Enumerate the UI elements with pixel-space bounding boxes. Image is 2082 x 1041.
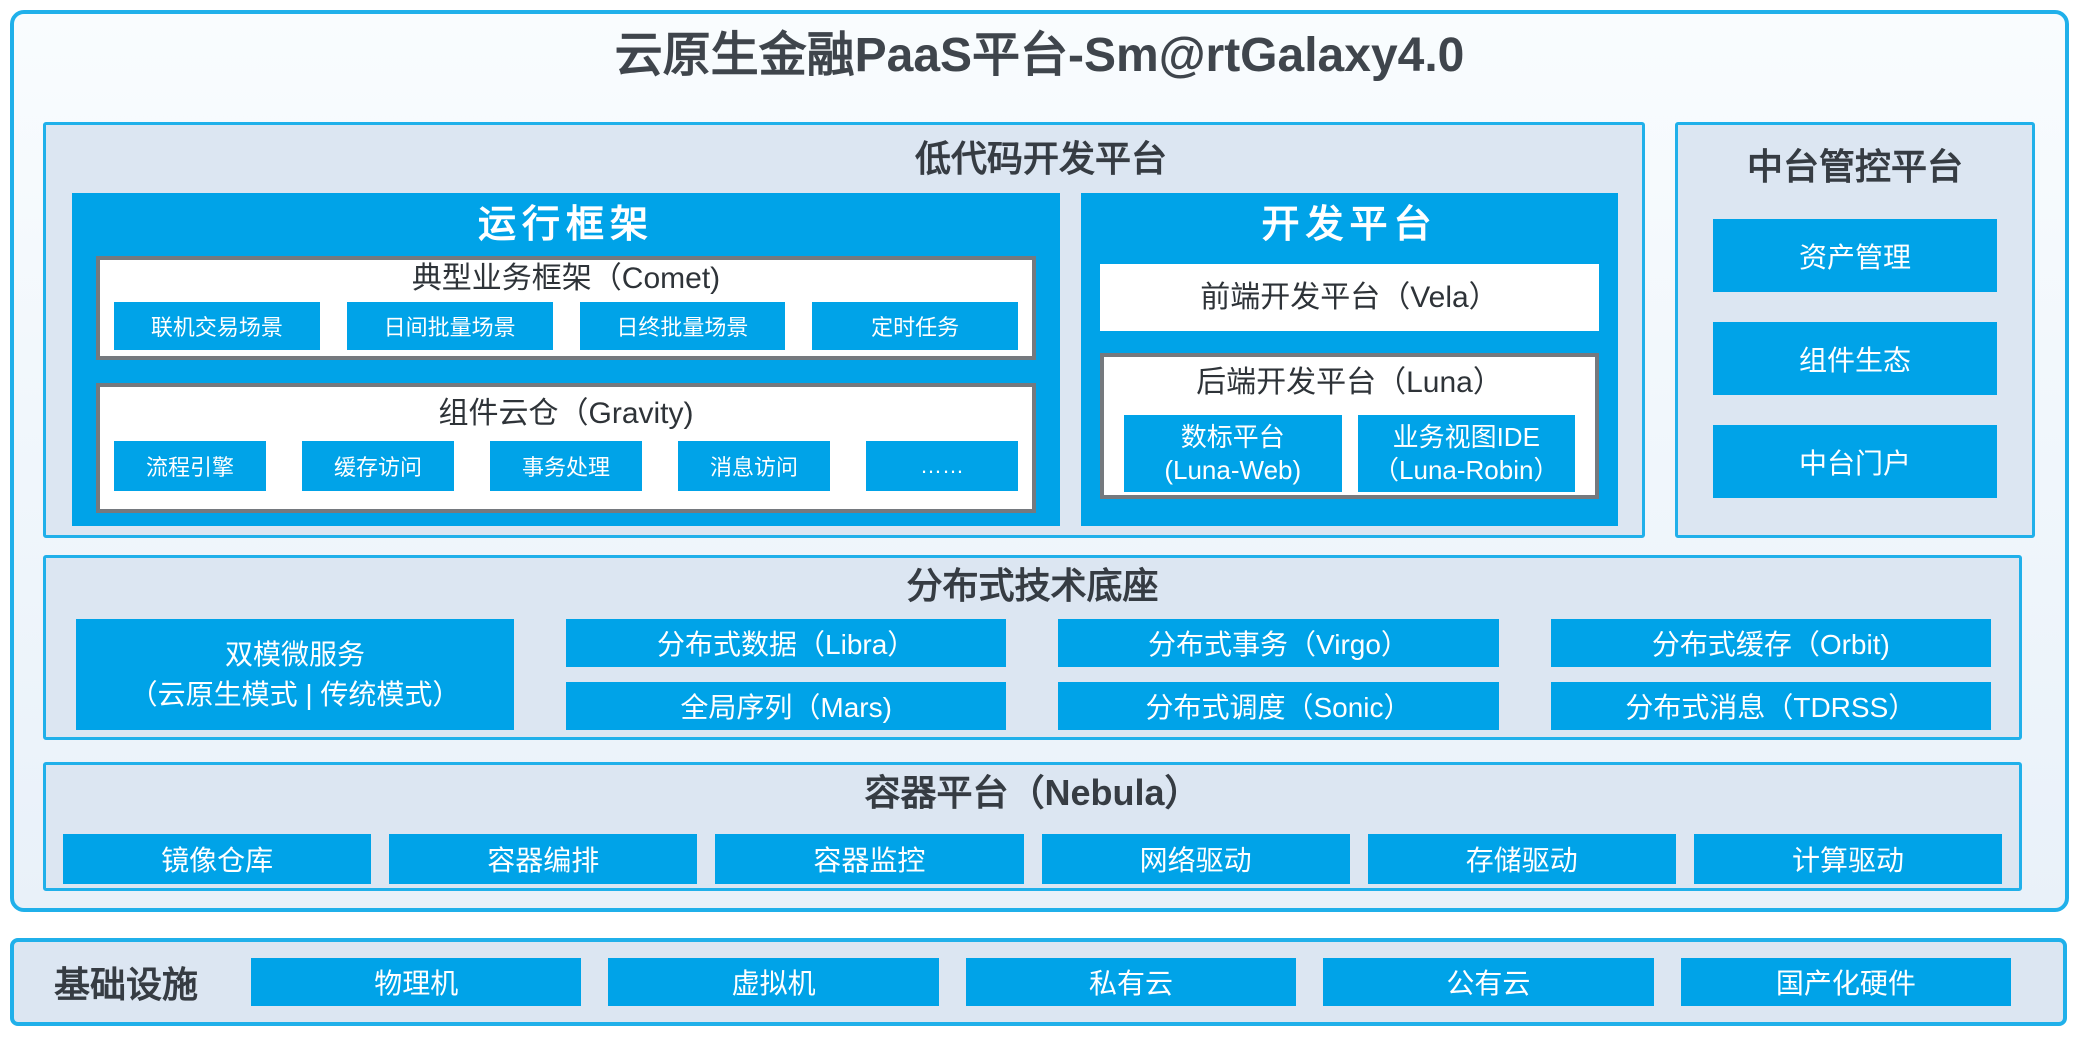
diagram-block-process-engine: 流程引擎	[114, 441, 266, 491]
luna-robin-line2: （Luna-Robin）	[1373, 454, 1560, 485]
midplatform-header: 中台管控平台	[1746, 146, 1963, 187]
comet-blocks-row: 联机交易场景 日间批量场景 日终批量场景 定时任务	[100, 298, 1032, 356]
diagram-block-distributed-data-libra: 分布式数据（Libra）	[566, 619, 1007, 667]
container-platform-header: 容器平台（Nebula）	[864, 772, 1201, 813]
diagram-block-storage-driver: 存储驱动	[1367, 834, 1676, 884]
paas-platform-diagram: 云原生金融PaaS平台-Sm@rtGalaxy4.0 低代码开发平台 运行框架 …	[10, 10, 2069, 912]
luna-robin-line1: 业务视图IDE	[1392, 421, 1540, 452]
diagram-block-public-cloud: 公有云	[1323, 958, 1654, 1006]
diagram-block-ellipsis: ……	[866, 441, 1018, 491]
diagram-block-distributed-cache-orbit: 分布式缓存（Orbit)	[1550, 619, 1991, 667]
distributed-column-1: 分布式数据（Libra） 全局序列（Mars)	[566, 619, 1007, 730]
page-title: 云原生金融PaaS平台-Sm@rtGalaxy4.0	[614, 29, 1465, 82]
diagram-block-eod-batch: 日终批量场景	[579, 302, 786, 350]
distributed-base-header: 分布式技术底座	[906, 565, 1159, 606]
comet-business-framework-box: 典型业务框架（Comet) 联机交易场景 日间批量场景 日终批量场景 定时任务	[96, 256, 1036, 360]
luna-backend-box: 后端开发平台（Luna） 数标平台 (Luna-Web) 业务视图IDE （Lu…	[1100, 353, 1599, 499]
diagram-block-scheduled-task: 定时任务	[812, 302, 1018, 350]
gravity-blocks-row: 流程引擎 缓存访问 事务处理 消息访问 ……	[100, 433, 1032, 491]
diagram-block-compute-driver: 计算驱动	[1693, 834, 2003, 884]
diagram-block-asset-management: 资产管理	[1713, 219, 1997, 292]
luna-web-line1: 数标平台	[1180, 421, 1285, 452]
panel-low-code-platform: 低代码开发平台 运行框架 典型业务框架（Comet) 联机交易场景 日间批量场景…	[43, 122, 1645, 538]
diagram-block-dual-mode-microservices: 双模微服务 （云原生模式 | 传统模式）	[76, 619, 514, 730]
diagram-block-midplatform-portal: 中台门户	[1713, 425, 1997, 498]
container-platform-blocks-row: 镜像仓库 容器编排 容器监控 网络驱动 存储驱动 计算驱动	[46, 834, 2019, 884]
diagram-block-container-orchestration: 容器编排	[389, 834, 698, 884]
diagram-block-virtual-machine: 虚拟机	[608, 958, 939, 1006]
diagram-block-distributed-message-tdrss: 分布式消息（TDRSS）	[1550, 682, 1991, 730]
diagram-block-component-ecosystem: 组件生态	[1713, 322, 1997, 395]
luna-blocks-row: 数标平台 (Luna-Web) 业务视图IDE （Luna-Robin）	[1104, 401, 1595, 492]
diagram-block-daytime-batch: 日间批量场景	[346, 302, 553, 350]
dual-mode-line1: 双模微服务	[224, 638, 365, 670]
gravity-label: 组件云仓（Gravity)	[438, 397, 694, 430]
diagram-block-luna-robin: 业务视图IDE （Luna-Robin）	[1357, 415, 1575, 492]
diagram-block-network-driver: 网络驱动	[1041, 834, 1350, 884]
vela-label: 前端开发平台（Vela）	[1200, 280, 1499, 314]
diagram-block-physical-machine: 物理机	[251, 958, 582, 1006]
dev-platform-box: 开发平台 前端开发平台（Vela） 后端开发平台（Luna） 数标平台 (Lun…	[1081, 193, 1618, 526]
diagram-block-domestic-hardware: 国产化硬件	[1680, 958, 2012, 1006]
distributed-base-body: 双模微服务 （云原生模式 | 传统模式） 分布式数据（Libra） 全局序列（M…	[46, 619, 2019, 730]
runtime-framework-box: 运行框架 典型业务框架（Comet) 联机交易场景 日间批量场景 日终批量场景 …	[72, 193, 1060, 526]
diagram-block-image-registry: 镜像仓库	[63, 834, 372, 884]
panel-infrastructure: 基础设施 物理机 虚拟机 私有云 公有云 国产化硬件	[10, 938, 2067, 1026]
gravity-component-warehouse-box: 组件云仓（Gravity) 流程引擎 缓存访问 事务处理 消息访问 ……	[96, 383, 1036, 513]
low-code-platform-header: 低代码开发平台	[914, 138, 1167, 179]
distributed-column-2: 分布式事务（Virgo） 分布式调度（Sonic）	[1058, 619, 1499, 730]
distributed-column-3: 分布式缓存（Orbit) 分布式消息（TDRSS）	[1550, 619, 1991, 730]
runtime-framework-title: 运行框架	[477, 204, 654, 246]
panel-container-platform: 容器平台（Nebula） 镜像仓库 容器编排 容器监控 网络驱动 存储驱动 计算…	[43, 762, 2022, 891]
diagram-block-cache-access: 缓存访问	[302, 441, 454, 491]
diagram-block-message-access: 消息访问	[678, 441, 830, 491]
luna-web-line2: (Luna-Web)	[1164, 454, 1302, 485]
diagram-block-global-sequence-mars: 全局序列（Mars)	[566, 682, 1007, 730]
vela-frontend-box: 前端开发平台（Vela）	[1100, 264, 1599, 331]
diagram-block-private-cloud: 私有云	[965, 958, 1297, 1006]
infrastructure-header: 基础设施	[54, 964, 199, 1005]
panel-midplatform-control: 中台管控平台 资产管理 组件生态 中台门户	[1675, 122, 2035, 538]
luna-label: 后端开发平台（Luna）	[1196, 366, 1503, 399]
diagram-block-distributed-scheduling-sonic: 分布式调度（Sonic）	[1058, 682, 1499, 730]
diagram-block-online-trading: 联机交易场景	[114, 302, 320, 350]
dev-platform-title: 开发平台	[1261, 204, 1438, 246]
diagram-block-container-monitoring: 容器监控	[715, 834, 1024, 884]
dual-mode-line2: （云原生模式 | 传统模式）	[129, 678, 461, 710]
diagram-block-distributed-transaction-virgo: 分布式事务（Virgo）	[1058, 619, 1499, 667]
diagram-block-luna-web: 数标平台 (Luna-Web)	[1124, 415, 1342, 492]
diagram-block-transaction-processing: 事务处理	[490, 441, 642, 491]
panel-distributed-base: 分布式技术底座 双模微服务 （云原生模式 | 传统模式） 分布式数据（Libra…	[43, 555, 2022, 740]
comet-label: 典型业务框架（Comet)	[411, 262, 721, 295]
